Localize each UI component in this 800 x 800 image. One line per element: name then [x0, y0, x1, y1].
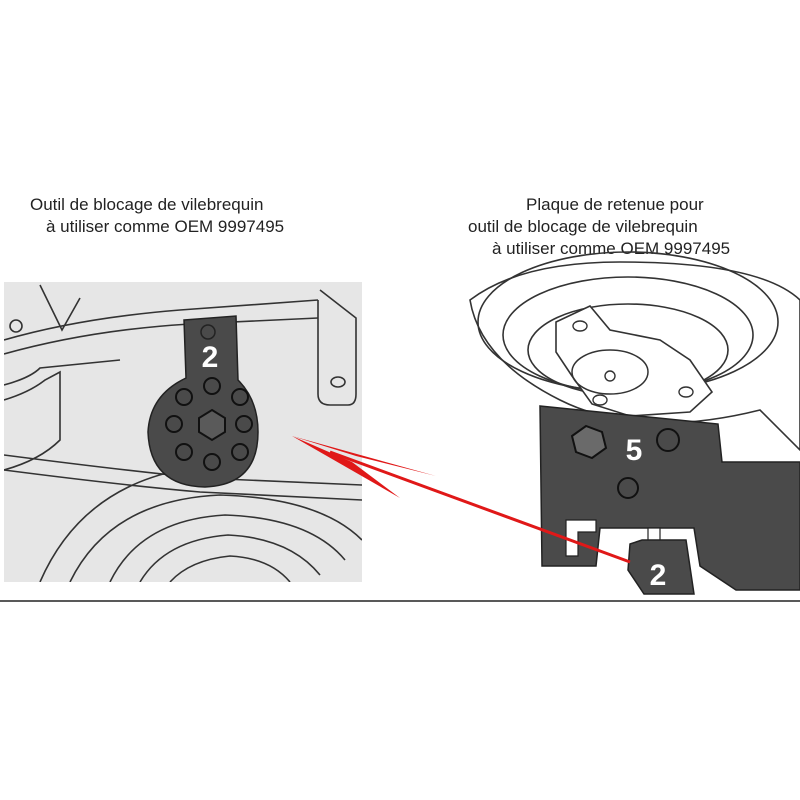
pointer-arrows [292, 436, 631, 564]
arrow-head-lower [292, 436, 400, 498]
tool-bolt-hole [235, 415, 253, 433]
pulley-arc-outer [39, 469, 181, 582]
plate-hole-lower [617, 477, 639, 499]
tool-bolt-hole [203, 453, 221, 471]
tool-insert-body [627, 539, 695, 595]
hub-center-hole [604, 370, 616, 382]
plate-slot-left [565, 519, 597, 557]
tool-bolt-hole [165, 415, 183, 433]
housing-bolt-hole [9, 319, 23, 333]
pulley-hub-flange [555, 305, 714, 417]
pulley-arc-3 [139, 534, 321, 582]
tool-insert-right: 2 [627, 539, 695, 595]
tool-bolt-hole [231, 443, 249, 461]
bracket-hole [330, 376, 346, 388]
frame-bar-2 [4, 469, 362, 501]
retaining-plate: 5 [539, 405, 800, 591]
hub-hole [572, 320, 588, 332]
arrow-line [329, 450, 631, 564]
tool-bolt-hole [203, 377, 221, 395]
caption-left-line-1: Outil de blocage de vilebrequin [30, 195, 264, 214]
caption-right-line-1: Plaque de retenue pour [526, 195, 704, 214]
housing-ledge [4, 359, 121, 386]
left-engine-panel: 2 [4, 282, 362, 582]
pulley-arc-1 [69, 494, 362, 582]
callout-number-tool-left: 2 [202, 341, 219, 374]
pulley-arc-4 [169, 555, 291, 582]
tool-bolt-hole [175, 388, 193, 406]
crankshaft-locking-tool: 2 [147, 315, 259, 488]
caption-crankshaft-tool: Outil de blocage de vilebrequin à utilis… [30, 194, 284, 238]
hub-center-ring [571, 349, 649, 395]
housing-edge-upper-2 [4, 317, 319, 355]
plate-body [539, 405, 800, 591]
bracket-right [317, 289, 357, 406]
tool-bolt-hole [175, 443, 193, 461]
hub-hole [678, 386, 694, 398]
pulley-arc-2 [109, 514, 346, 582]
right-pulley-panel: 5 2 [469, 251, 800, 595]
hub-hole [592, 394, 608, 406]
housing-side [4, 370, 61, 471]
tool-top-hole [200, 324, 216, 340]
housing-edge-upper [4, 299, 319, 341]
plate-hole-upper [656, 428, 680, 452]
plate-hex-bolt [570, 424, 608, 460]
arrow-head-upper [292, 436, 436, 476]
caption-left-line-2: à utiliser comme OEM 9997495 [46, 217, 285, 236]
caption-retaining-plate: Plaque de retenue pour outil de blocage … [468, 194, 788, 260]
tool-bolt-hole [231, 388, 249, 406]
callout-number-tool-right: 2 [650, 559, 667, 592]
caption-right-line-3: à utiliser comme OEM 9997495 [492, 239, 731, 258]
tool-body [147, 315, 259, 488]
tool-hex-center [198, 408, 226, 442]
housing-notch [39, 284, 81, 332]
caption-right-line-2: outil de blocage de vilebrequin [468, 217, 698, 236]
callout-number-plate: 5 [626, 434, 643, 467]
